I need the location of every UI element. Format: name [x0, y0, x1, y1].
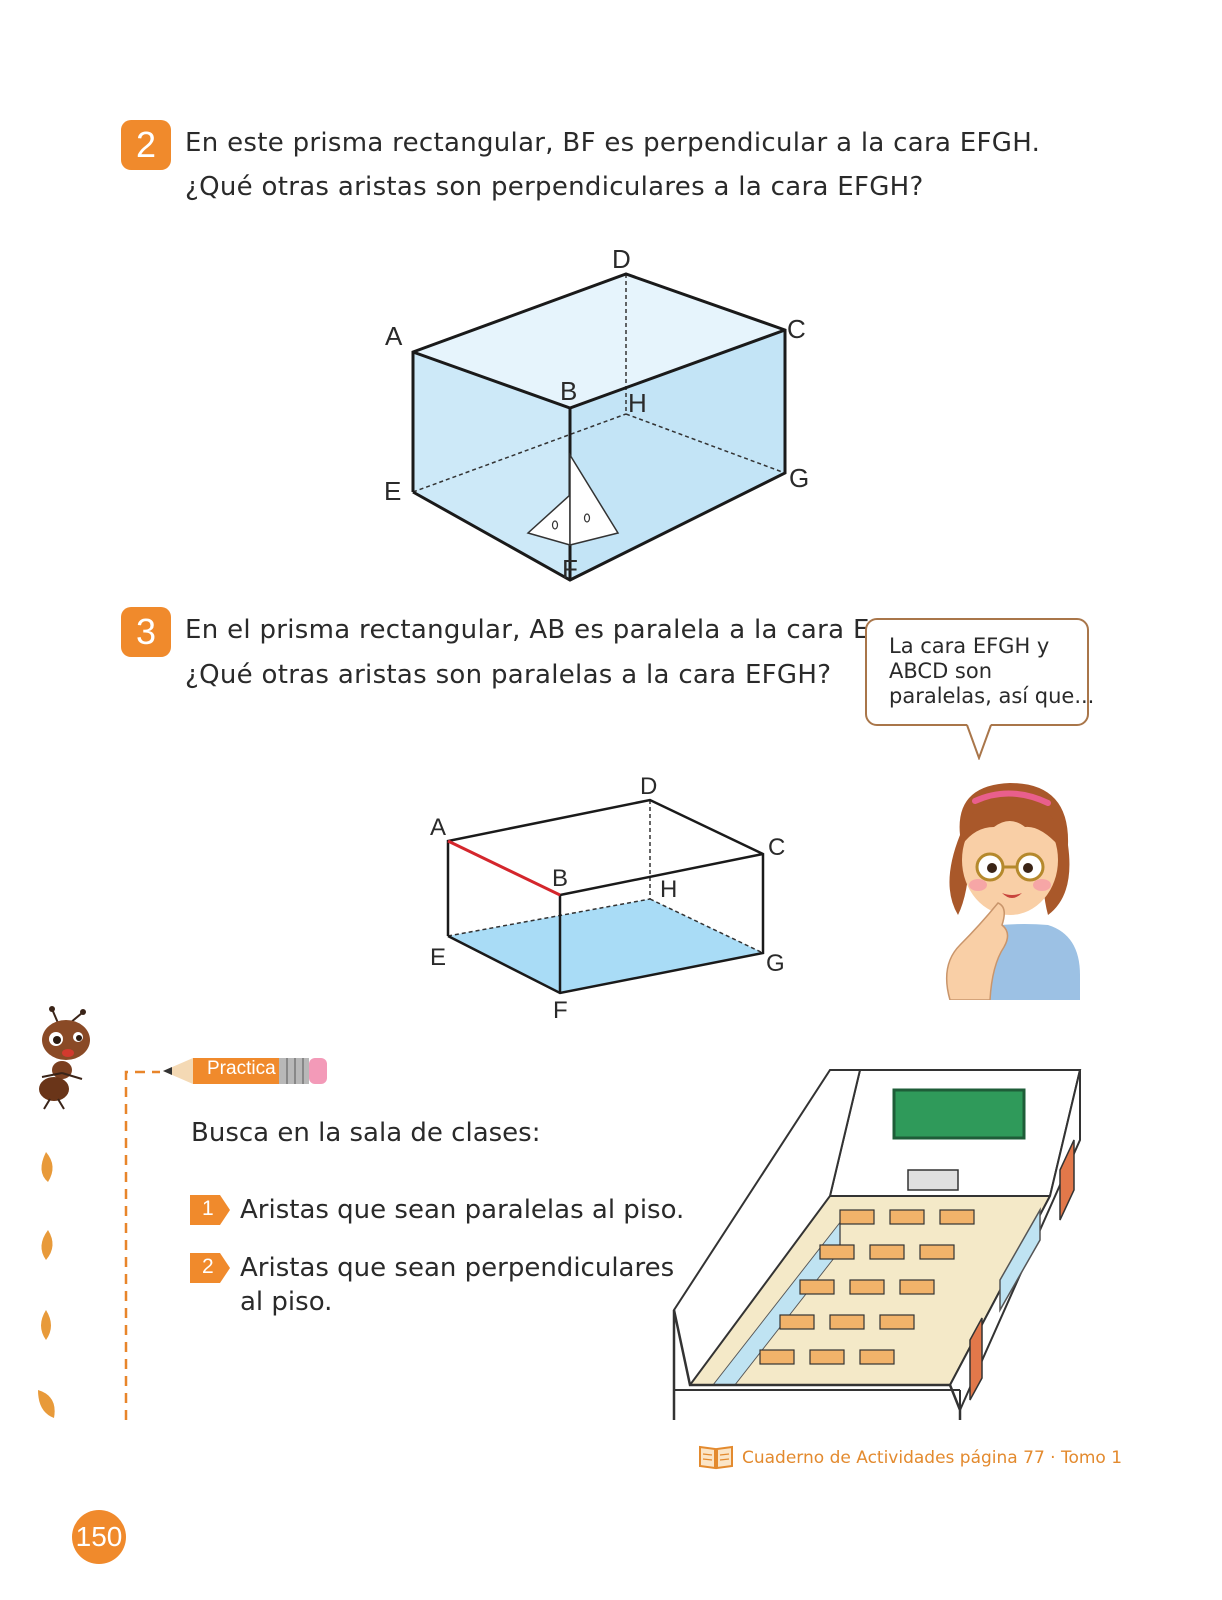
task-number-badge: [190, 1195, 230, 1225]
leaf-icon: [38, 1390, 55, 1418]
question-3-line-2: ¿Qué otras aristas son paralelas a la ca…: [185, 660, 832, 690]
set-square-right: [569, 452, 620, 546]
prism1-top-face: [413, 274, 785, 408]
question-2-line-2: ¿Qué otras aristas son perpendiculares a…: [185, 172, 924, 202]
practice-dashed-bracket: [124, 1070, 160, 1420]
question-3-line-1: En el prisma rectangular, AB es paralela…: [185, 615, 934, 645]
prism2-label-e: E: [430, 944, 446, 971]
ant-mascot-icon: [39, 1006, 90, 1110]
practice-intro: Busca en la sala de clases:: [191, 1118, 541, 1148]
prism1-hidden-edge-hg: [625, 413, 786, 474]
prism2-hidden-edge-eh: [447, 898, 651, 937]
prism2-edge-bc: [559, 852, 764, 897]
book-icon: [699, 1445, 733, 1470]
girl-illustration: [945, 783, 1080, 1000]
prism2-label-c: C: [768, 834, 785, 861]
set-square-hole-right: [583, 513, 591, 523]
speech-line-2: ABCD son: [889, 659, 993, 683]
practice-pencil-tag: [163, 1058, 327, 1084]
question-2-line-1: En este prisma rectangular, BF es perpen…: [185, 128, 1041, 158]
prism1-label-f: F: [562, 554, 578, 584]
page-number: 150: [72, 1510, 126, 1564]
activity-book-reference: Cuaderno de Actividades página 77 · Tomo…: [742, 1448, 1123, 1468]
classroom-illustration: [672, 1069, 1082, 1420]
prism2-label-f: F: [553, 997, 568, 1020]
task-number-1: 1: [202, 1197, 214, 1220]
task-2-text-line-2: al piso.: [240, 1287, 333, 1317]
speech-bubble: La cara EFGH y ABCD son paralelas, así q…: [865, 618, 1095, 726]
prism1-label-h: H: [628, 388, 647, 418]
task-1-text: Aristas que sean paralelas al piso.: [240, 1195, 685, 1225]
prism1-label-d: D: [612, 244, 631, 274]
leaf-icon: [41, 1152, 53, 1182]
prism1-label-c: C: [787, 314, 806, 344]
prism2-label-d: D: [640, 773, 657, 800]
task-number-2: 2: [202, 1255, 214, 1278]
set-square-hole-left: [551, 520, 559, 530]
prism1-label-a: A: [385, 321, 403, 351]
prism2-label-g: G: [766, 950, 785, 977]
prism2-label-b: B: [552, 865, 568, 892]
prism2-label-a: A: [430, 814, 446, 841]
prism2-bottom-face: [448, 899, 763, 993]
prism-diagram-2: A B C D E F G H: [430, 773, 785, 1020]
prism1-front-face: [413, 352, 570, 580]
prism1-hidden-edge-eh: [412, 413, 627, 493]
prism1-side-face: [570, 330, 785, 580]
prism2-label-h: H: [660, 876, 677, 903]
speech-bubble-tail: [966, 724, 992, 760]
leaf-icon: [41, 1230, 53, 1260]
speech-line-3: paralelas, así que...: [889, 684, 1095, 708]
prism1-label-g: G: [789, 463, 809, 493]
task-2-text-line-1: Aristas que sean perpendiculares: [240, 1253, 675, 1283]
prism2-edge-ab-highlight: [447, 839, 561, 897]
prism1-label-b: B: [560, 376, 577, 406]
question-number-3: 3: [121, 607, 171, 657]
speech-line-1: La cara EFGH y: [889, 634, 1050, 658]
practice-tag-label: Practica: [207, 1058, 276, 1079]
task-number-badge: [190, 1253, 230, 1283]
prism-diagram-1: A B C D E F G H: [384, 244, 809, 584]
question-number-2: 2: [121, 120, 171, 170]
leaf-icon: [41, 1310, 51, 1340]
prism1-label-e: E: [384, 476, 401, 506]
